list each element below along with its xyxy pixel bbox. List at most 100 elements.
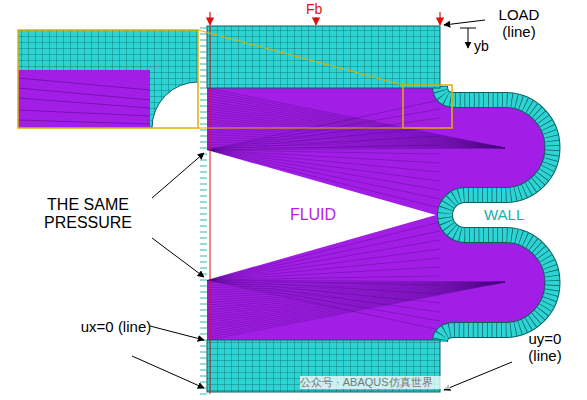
bellows-wall-fill [440,86,553,342]
constraint-tick [200,46,207,47]
mesh-line [207,280,440,312]
constraint-tick [200,268,207,269]
mesh-line [207,282,505,315]
region-label: FLUID [278,206,348,224]
mesh-line [207,118,440,150]
mesh-line [207,136,440,150]
constraint-tick [200,208,207,209]
load-arrow [439,12,440,25]
constraint-tick [200,232,207,233]
load-arrow [315,17,316,25]
constraint-tick [200,322,207,323]
inset-link [198,128,403,129]
constraint-tick [200,160,207,161]
mesh-line [207,280,440,330]
axis-label: yb [474,38,504,54]
detail-marker [403,85,452,128]
leader-line [152,238,204,277]
load-arrow [209,12,210,25]
inset-frame [18,30,198,128]
constraint-tick [200,82,207,83]
mesh-line [207,282,505,325]
constraint-tick [200,262,207,263]
constraint-tick [200,250,207,251]
axis-arrow [468,28,469,48]
constraint-tick [200,136,207,137]
inset-link [198,30,403,85]
constraint-tick [200,166,207,167]
constraint-tick [200,28,207,29]
leader-line [152,153,204,198]
constraint-tick [200,118,207,119]
mesh-line [207,282,505,305]
detail-inset [18,30,198,128]
leader-line [444,20,485,25]
load-label: LOAD (line) [488,6,550,41]
constraint-tick [200,64,207,65]
constraint-label: uy=0 (line) [510,330,580,365]
constraint-tick [200,226,207,227]
leader-line [132,356,204,388]
mesh-line [207,280,440,321]
mesh-line [207,129,505,148]
constraint-tick [200,190,207,191]
mesh-line [207,280,440,285]
constraint-tick [200,316,207,317]
constraint-tick [200,376,207,377]
constraint-tick [200,244,207,245]
mesh-line [207,100,440,150]
constraint-tick [200,106,207,107]
constraint-tick [200,352,207,353]
constraint-tick [200,358,207,359]
empty-gap [207,150,436,280]
mesh-line [207,282,505,313]
constraint-tick [200,256,207,257]
constraint-tick [200,76,207,77]
mesh-line [207,280,440,303]
constraint-tick [200,52,207,53]
mesh-line [207,280,440,294]
constraint-tick [200,220,207,221]
constraint-tick [200,334,207,335]
constraint-tick [200,298,207,299]
constraint-tick [200,202,207,203]
mesh-line [207,137,505,148]
bellows-wall [440,86,553,342]
constraint-tick [200,328,207,329]
constraint-tick [200,40,207,41]
constraint-tick [200,124,207,125]
constraint-tick [200,304,207,305]
constraint-tick [200,130,207,131]
constraint-tick [200,370,207,371]
constraint-tick [200,394,207,395]
constraint-tick [200,34,207,35]
mesh-line [207,104,505,149]
symmetry-line [210,26,211,394]
constraint-tick [200,184,207,185]
force-label: Fb [306,1,336,17]
constraint-tick [200,178,207,179]
mesh-line [207,282,505,303]
leader-line [444,362,512,390]
fluid-region [207,88,553,340]
mesh-line [207,114,505,148]
mesh-line [207,127,505,148]
leader-line [150,326,204,340]
constraint-tick [200,148,207,149]
constraint-tick [200,112,207,113]
constraint-tick [200,70,207,71]
region-label: WALL [484,206,544,223]
constraint-tick [200,310,207,311]
constraint-tick [200,58,207,59]
constraint-tick [200,100,207,101]
mesh-line [207,127,440,150]
constraint-tick [200,286,207,287]
mesh-line [207,145,440,150]
constraint-tick [200,94,207,95]
top-plate [207,26,440,88]
constraint-tick [200,196,207,197]
mesh-line [207,106,505,148]
mesh-line [207,116,505,148]
constraint-tick [200,292,207,293]
